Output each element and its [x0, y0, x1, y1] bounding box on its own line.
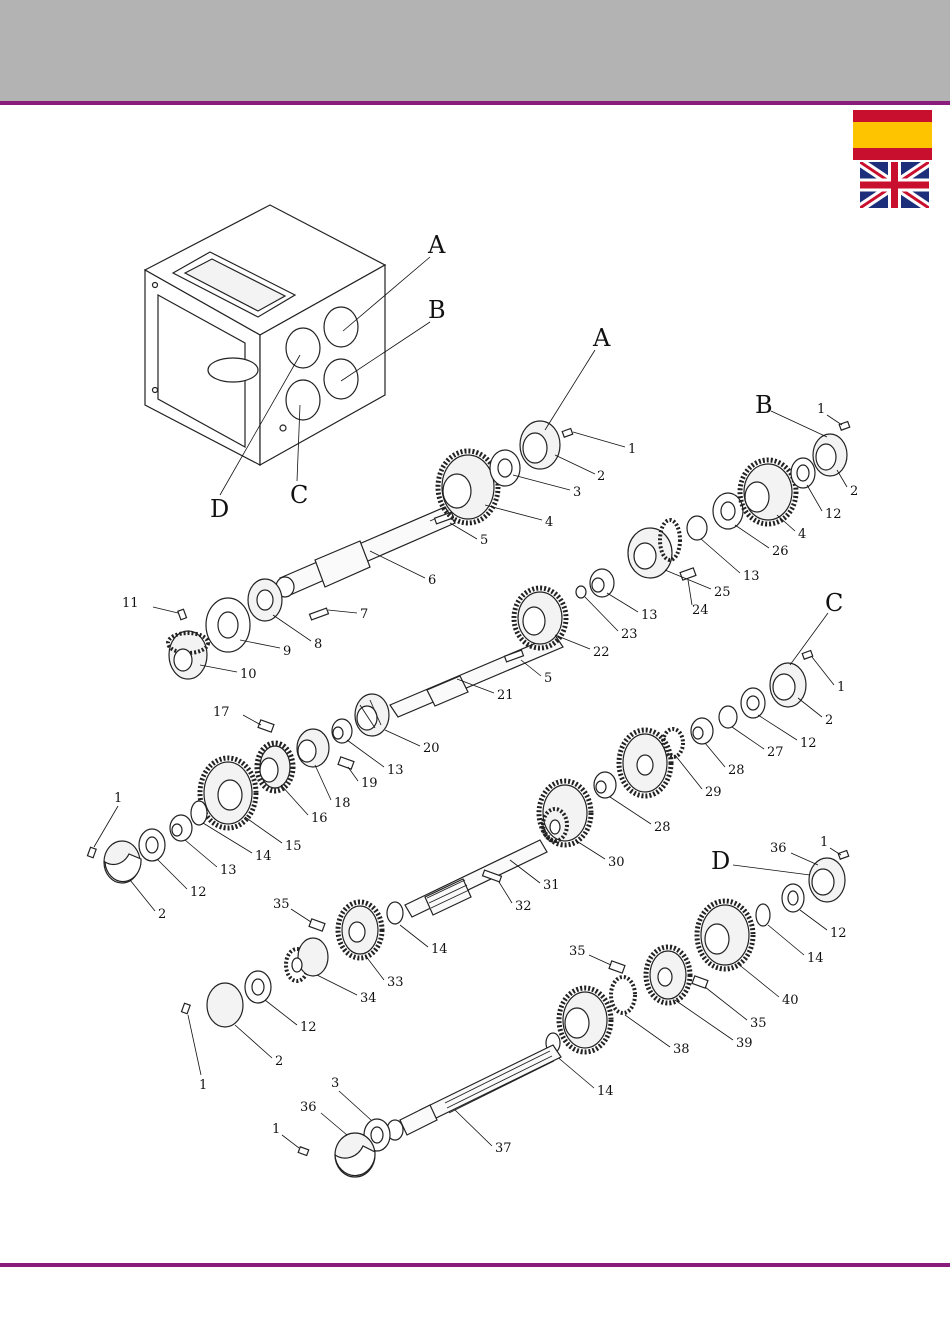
footer-accent-line [0, 1263, 950, 1267]
part-label-1: 1 [628, 442, 636, 457]
spain-flag-icon[interactable] [853, 110, 932, 160]
part-label-13b: 13 [641, 608, 658, 623]
part-label-35b: 35 [750, 1016, 767, 1031]
part-label-20: 20 [423, 741, 440, 756]
part-label-14c: 14 [807, 951, 824, 966]
shaft-c-label: C [825, 589, 843, 617]
part-label-29: 29 [705, 785, 722, 800]
part-label-25: 25 [714, 585, 731, 600]
part-label-12b: 12 [190, 885, 207, 900]
part-label-5: 5 [480, 533, 488, 548]
part-label-1f: 1 [820, 835, 828, 850]
part-label-32: 32 [515, 899, 532, 914]
part-label-12d: 12 [300, 1020, 317, 1035]
part-label-13d: 13 [220, 863, 237, 878]
part-label-22: 22 [593, 645, 610, 660]
part-label-10: 10 [240, 667, 257, 682]
part-label-15: 15 [285, 839, 302, 854]
part-label-2e: 2 [275, 1054, 283, 1069]
part-label-1g: 1 [272, 1122, 280, 1137]
part-label-14b: 14 [431, 942, 448, 957]
shaft-b-left-group [87, 694, 389, 883]
part-label-28: 28 [728, 763, 745, 778]
part-label-3: 3 [573, 485, 581, 500]
part-label-14: 14 [255, 849, 272, 864]
shaft-assembly-d [546, 850, 849, 1053]
housing-label-b: B [428, 296, 446, 324]
shaft-assembly-a [168, 421, 573, 679]
part-label-1d: 1 [837, 680, 845, 695]
housing-label-c: C [290, 481, 308, 509]
exploded-gearbox-diagram: A B C D A 1 2 3 4 5 6 7 [85, 185, 860, 1195]
part-label-4: 4 [545, 515, 553, 530]
part-label-31: 31 [543, 878, 560, 893]
part-label-2c: 2 [158, 907, 166, 922]
part-label-7: 7 [360, 607, 368, 622]
part-label-3b: 3 [331, 1076, 339, 1091]
part-label-1c: 1 [114, 791, 122, 806]
part-label-2: 2 [597, 469, 605, 484]
part-label-36b: 36 [300, 1100, 317, 1115]
part-label-6: 6 [428, 573, 436, 588]
part-label-28b: 28 [654, 820, 671, 835]
housing-label-a: A [427, 231, 446, 259]
housing-label-d: D [210, 495, 229, 523]
part-label-16: 16 [311, 811, 328, 826]
part-label-33: 33 [387, 975, 404, 990]
part-label-26: 26 [772, 544, 789, 559]
part-label-37: 37 [495, 1141, 512, 1156]
part-label-18: 18 [334, 796, 351, 811]
shaft-d-label: D [711, 847, 730, 875]
part-label-30: 30 [608, 855, 625, 870]
uk-flag-icon[interactable] [860, 162, 929, 208]
gearbox-housing [145, 205, 385, 465]
part-label-2b: 2 [850, 484, 858, 499]
part-label-9: 9 [283, 644, 291, 659]
part-label-39: 39 [736, 1036, 753, 1051]
part-label-27: 27 [767, 745, 784, 760]
part-label-21: 21 [497, 688, 514, 703]
part-label-14d: 14 [597, 1084, 614, 1099]
part-label-19: 19 [361, 776, 378, 791]
part-label-1e: 1 [199, 1078, 207, 1093]
part-label-36: 36 [770, 841, 787, 856]
shaft-31-left-group [181, 902, 382, 1027]
header-accent-line [0, 101, 950, 105]
part-label-11: 11 [122, 596, 139, 611]
part-label-35: 35 [273, 897, 290, 912]
part-label-8: 8 [314, 637, 322, 652]
part-label-13c: 13 [387, 763, 404, 778]
part-label-2d: 2 [825, 713, 833, 728]
part-label-5b: 5 [544, 671, 552, 686]
part-label-23: 23 [621, 627, 638, 642]
header-bar [0, 0, 950, 101]
shaft-a-label: A [592, 324, 611, 352]
part-label-24: 24 [692, 603, 709, 618]
part-label-12c: 12 [800, 736, 817, 751]
part-label-1b: 1 [817, 402, 825, 417]
part-label-38: 38 [673, 1042, 690, 1057]
part-label-34: 34 [360, 991, 377, 1006]
part-label-13: 13 [743, 569, 760, 584]
part-label-17: 17 [213, 705, 230, 720]
shaft-b-label: B [755, 391, 773, 419]
part-label-12: 12 [825, 507, 842, 522]
shaft-37 [298, 1045, 561, 1177]
part-label-35c: 35 [569, 944, 586, 959]
part-label-4b: 4 [798, 527, 806, 542]
part-label-40: 40 [782, 993, 799, 1008]
part-label-12e: 12 [830, 926, 847, 941]
